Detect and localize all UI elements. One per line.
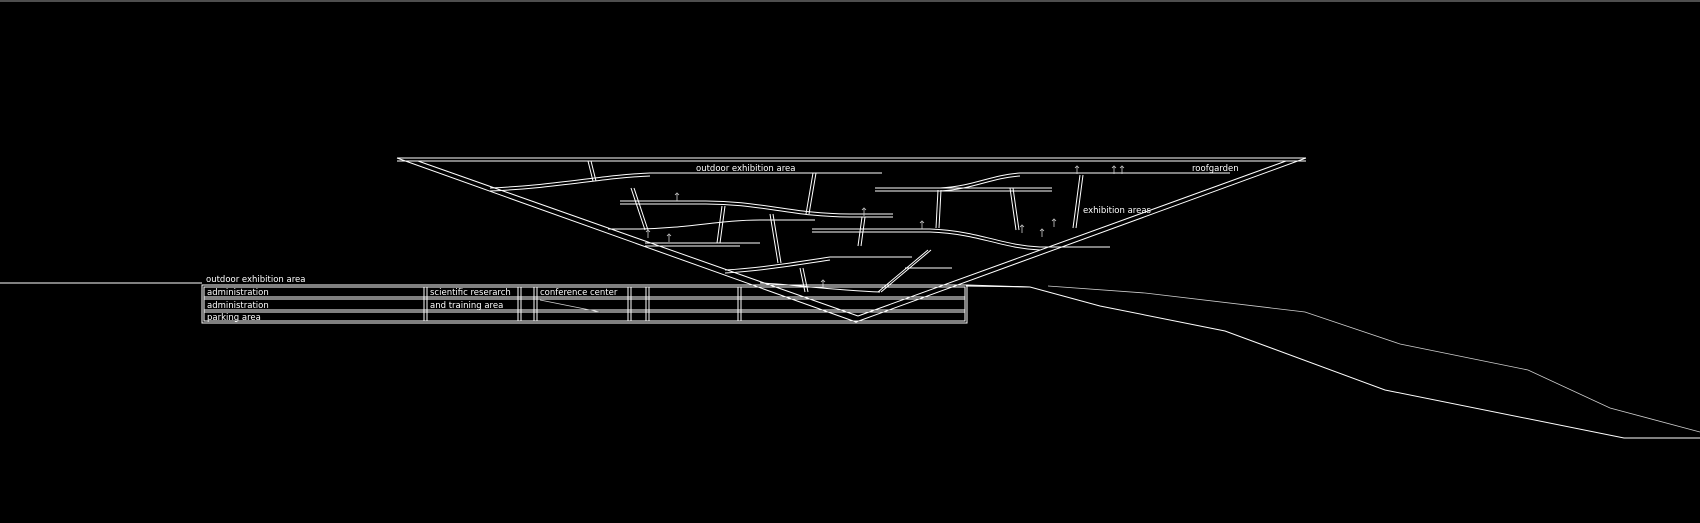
person-figure-icon: [666, 233, 672, 242]
ramp: [716, 205, 726, 244]
pyramid-right-wall: [855, 157, 1307, 323]
label-administration-1: administration: [207, 288, 269, 298]
human-figures: [645, 165, 1125, 288]
person-figure-icon: [674, 192, 680, 201]
label-scientific-research: scientific reserarch: [430, 288, 511, 298]
person-figure-icon: [1019, 224, 1025, 233]
ramp: [935, 189, 942, 229]
floor-slab: [812, 231, 1041, 251]
floor-slab: [875, 175, 1021, 192]
person-figure-icon: [645, 229, 651, 238]
pyramid-left-wall-inner: [417, 160, 859, 317]
floor-slab: [489, 172, 882, 189]
floor-slab: [489, 175, 651, 192]
floor-slab: [608, 219, 815, 230]
label-administration-2: administration: [207, 301, 269, 311]
pyramid-left-wall: [396, 157, 857, 323]
ramp: [857, 216, 866, 247]
exhibition-floors: [489, 172, 1230, 293]
stair-line: [539, 299, 601, 313]
person-figure-icon: [1119, 165, 1125, 174]
building-outline: [201, 284, 968, 324]
floor-slab: [620, 200, 893, 215]
ramp: [1072, 174, 1084, 229]
floor-slab: [875, 172, 1230, 189]
label-outdoor-exhibition-top: outdoor exhibition area: [696, 164, 795, 174]
labels: outdoor exhibition area roofgarden exhib…: [206, 164, 1239, 323]
label-outdoor-exhibition-ground: outdoor exhibition area: [206, 275, 305, 285]
label-parking-area: parking area: [207, 313, 261, 323]
pyramid-right-wall-inner: [857, 160, 1287, 317]
label-conference-center: conference center: [540, 288, 618, 298]
ground-edge-line: [966, 284, 1031, 288]
ramp: [587, 160, 597, 182]
label-roofgarden: roofgarden: [1192, 164, 1239, 174]
floor-slab: [620, 203, 893, 218]
person-figure-icon: [1074, 165, 1080, 174]
terrain-line-lower: [965, 285, 1700, 439]
inverted-pyramid: [396, 157, 1307, 323]
floor-slab: [812, 228, 1110, 248]
label-and-training-area: and training area: [430, 301, 503, 311]
person-figure-icon: [1111, 165, 1117, 174]
ramp: [805, 172, 817, 215]
person-figure-icon: [861, 207, 867, 216]
floor-slab: [724, 256, 912, 271]
label-exhibition-areas: exhibition areas: [1083, 206, 1152, 216]
ramp: [1009, 187, 1020, 231]
person-figure-icon: [1051, 218, 1057, 227]
floor-slab: [724, 259, 831, 274]
ramp: [799, 267, 809, 293]
person-figure-icon: [1039, 228, 1045, 237]
underground-building: [201, 284, 1031, 324]
building-outline-inner: [203, 286, 966, 322]
ramp: [630, 187, 649, 231]
ramp: [877, 249, 932, 293]
person-figure-icon: [919, 220, 925, 229]
ramps: [587, 160, 1084, 293]
ramp: [769, 213, 782, 264]
terrain-line-upper: [1047, 285, 1700, 433]
